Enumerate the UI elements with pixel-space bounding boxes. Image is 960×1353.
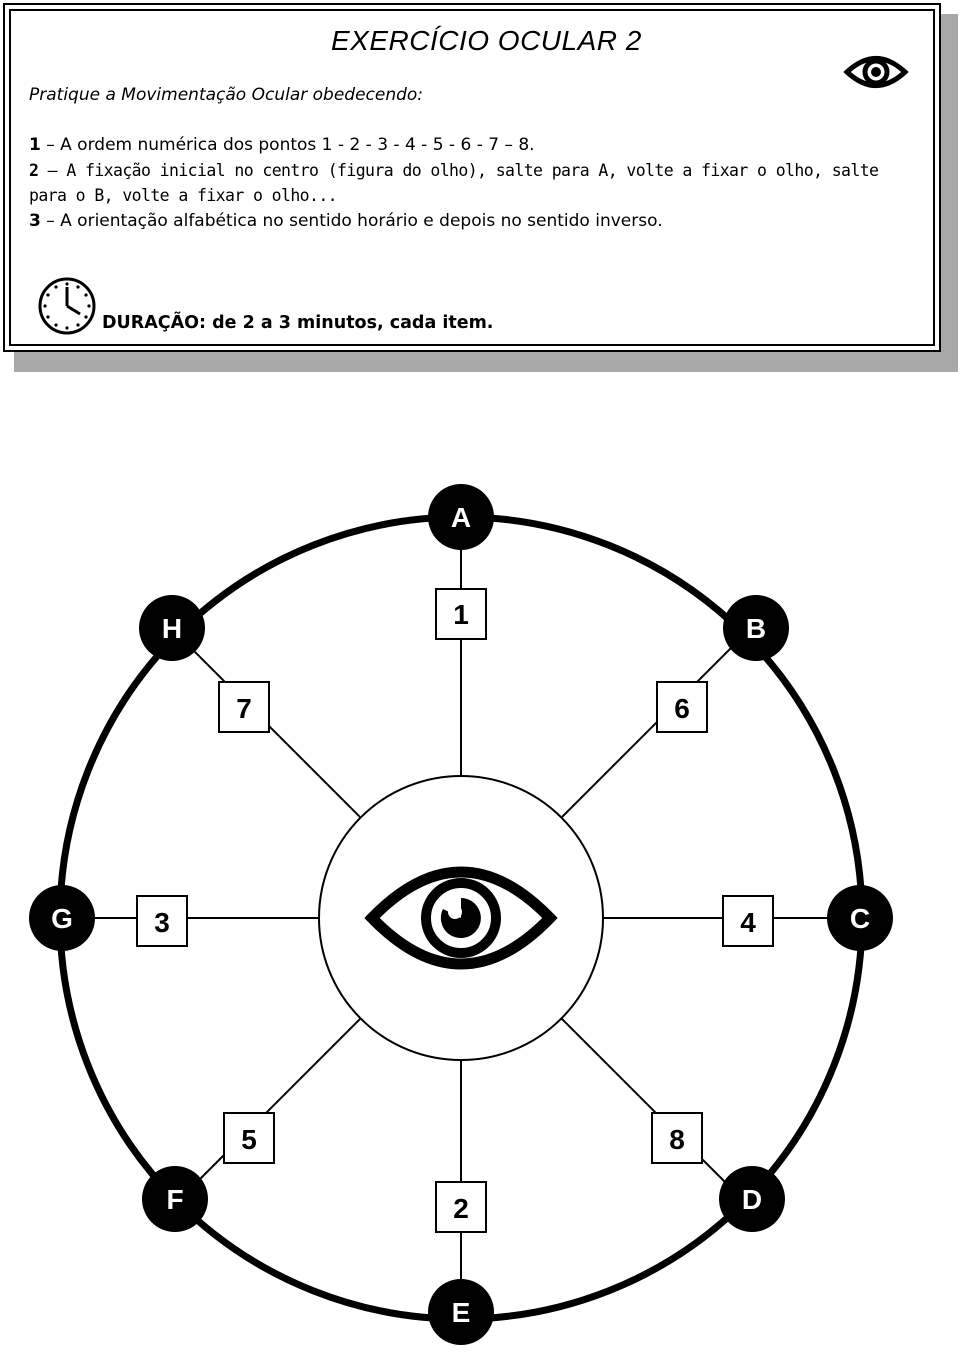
page-subtitle: Pratique a Movimentação Ocular obedecend… — [29, 85, 424, 105]
svg-text:A: A — [451, 502, 471, 533]
svg-text:2: 2 — [453, 1193, 469, 1224]
instructions-panel: EXERCÍCIO OCULAR 2 Pratique a Movimentaç… — [3, 3, 941, 352]
svg-text:G: G — [51, 903, 73, 934]
page-title: EXERCÍCIO OCULAR 2 — [331, 25, 642, 56]
number-box-4: 4 — [722, 895, 774, 947]
instruction-3: 3 – A orientação alfabética no sentido h… — [29, 211, 663, 231]
number-box-5: 5 — [223, 1112, 275, 1164]
svg-text:F: F — [166, 1184, 183, 1215]
center-eye-icon — [364, 866, 558, 970]
number-box-6: 6 — [656, 681, 708, 733]
svg-text:D: D — [742, 1184, 762, 1215]
letter-node-d: D — [719, 1166, 785, 1232]
letter-node-e: E — [428, 1279, 494, 1345]
svg-text:H: H — [162, 613, 182, 644]
instruction-1: 1 – A ordem numérica dos pontos 1 - 2 - … — [29, 135, 535, 155]
letter-node-b: B — [723, 595, 789, 661]
number-box-8: 8 — [651, 1112, 703, 1164]
instruction-2: 2 – A fixação inicial no centro (figura … — [29, 161, 879, 180]
number-box-2: 2 — [435, 1181, 487, 1233]
svg-text:E: E — [452, 1297, 471, 1328]
number-box-3: 3 — [136, 895, 188, 947]
duration-text: DURAÇÃO: de 2 a 3 minutos, cada item. — [102, 313, 494, 333]
svg-text:7: 7 — [236, 693, 252, 724]
svg-text:3: 3 — [154, 907, 170, 938]
svg-text:1: 1 — [453, 599, 469, 630]
svg-text:6: 6 — [674, 693, 690, 724]
number-box-1: 1 — [435, 588, 487, 640]
number-box-7: 7 — [218, 681, 270, 733]
instructions-panel-inner: EXERCÍCIO OCULAR 2 Pratique a Movimentaç… — [9, 9, 935, 346]
letter-node-a: A — [428, 484, 494, 550]
letter-node-h: H — [139, 595, 205, 661]
svg-text:8: 8 — [669, 1124, 685, 1155]
instruction-2-continued: para o B, volte a fixar o olho... — [29, 186, 338, 205]
svg-text:5: 5 — [241, 1124, 257, 1155]
clock-icon — [38, 277, 96, 335]
svg-text:C: C — [850, 903, 870, 934]
letter-node-c: C — [827, 885, 893, 951]
letter-node-f: F — [142, 1166, 208, 1232]
svg-text:4: 4 — [740, 907, 756, 938]
svg-text:B: B — [746, 613, 766, 644]
letter-node-g: G — [29, 885, 95, 951]
eye-icon — [843, 56, 909, 88]
